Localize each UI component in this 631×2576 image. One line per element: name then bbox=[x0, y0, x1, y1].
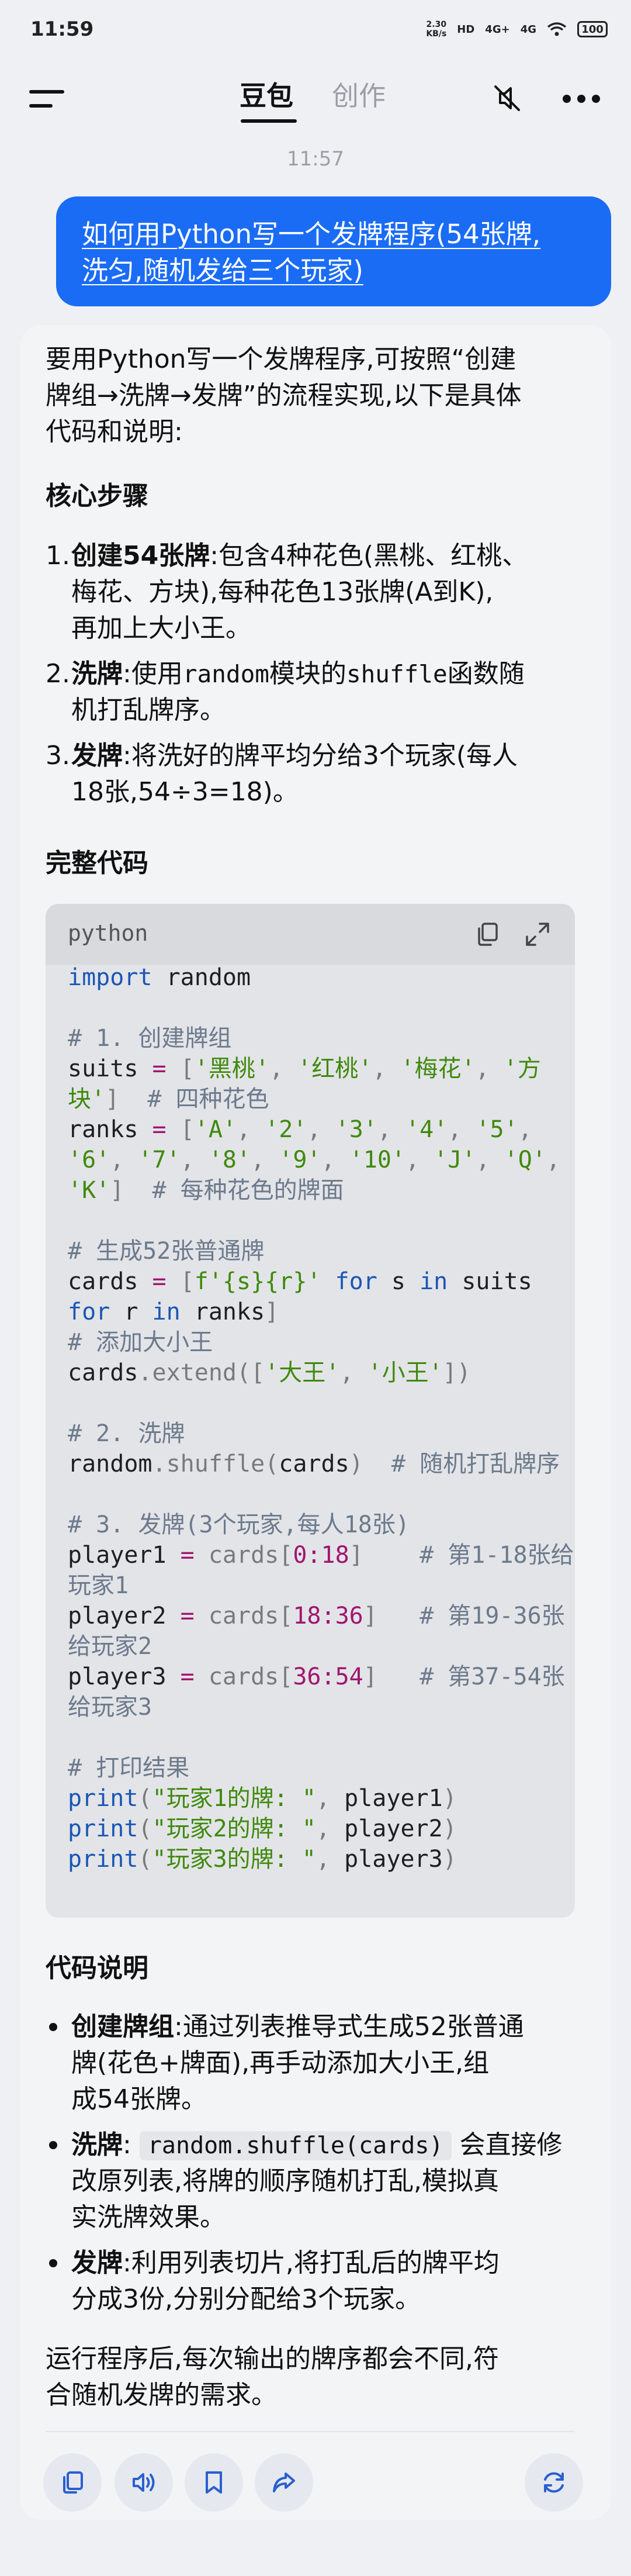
outro-text: 运行程序后,每次输出的牌序都会不同,符 bbox=[46, 2344, 499, 2374]
copy-icon bbox=[63, 2471, 83, 2494]
refresh-icon bbox=[544, 2472, 564, 2493]
bullet-1-text: 牌(花色+牌面),再手动添加大小王,组 bbox=[71, 2048, 490, 2078]
section-heading-full-code: 完整代码 bbox=[46, 848, 148, 878]
signal-4g-plus: 4G+ bbox=[485, 23, 510, 36]
tab-doubao[interactable]: 豆包 bbox=[240, 80, 293, 112]
step-3-text: 18张,54÷3=18)。 bbox=[71, 777, 299, 807]
copy-icon[interactable] bbox=[473, 920, 501, 948]
bullet-dot bbox=[49, 2259, 57, 2267]
intro-text: 代码和说明: bbox=[46, 417, 183, 447]
bookmark-button[interactable] bbox=[185, 2453, 243, 2512]
read-aloud-button[interactable] bbox=[115, 2453, 173, 2512]
step-1-text: 创建54张牌:包含4种花色(黑桃、红桃、 bbox=[71, 541, 528, 571]
user-message-line: 洗匀,随机发给三个玩家) bbox=[82, 255, 363, 286]
net-speed: 2.30 KB/s bbox=[426, 20, 447, 39]
wifi-icon bbox=[547, 22, 567, 36]
bullet-dot bbox=[49, 2141, 57, 2149]
share-icon bbox=[273, 2473, 295, 2492]
status-icons: 2.30 KB/s HD 4G+ 4G 100 bbox=[426, 20, 608, 39]
toolbar-divider bbox=[46, 2431, 575, 2432]
message-timestamp: 11:57 bbox=[287, 147, 344, 171]
speaker-mute-icon[interactable] bbox=[490, 81, 525, 116]
bullet-dot bbox=[49, 2023, 57, 2031]
status-time: 11:59 bbox=[30, 18, 94, 41]
expand-icon[interactable] bbox=[523, 920, 552, 948]
tab-active-indicator bbox=[241, 119, 297, 123]
user-message-line: 如何用Python写一个发牌程序(54张牌, bbox=[82, 219, 541, 250]
code-block-header bbox=[46, 904, 575, 965]
battery-icon: 100 bbox=[577, 21, 608, 37]
step-1-text: 再加上大小王。 bbox=[71, 613, 251, 643]
speaker-icon bbox=[133, 2473, 155, 2492]
code-content: import random # 1. 创建牌组 suits = ['黑桃', '… bbox=[68, 964, 574, 1873]
section-heading-code-explanation: 代码说明 bbox=[46, 1953, 148, 1983]
bullet-1-text: 成54张牌。 bbox=[71, 2084, 207, 2114]
inline-code: random.shuffle(cards) bbox=[139, 2131, 452, 2160]
regenerate-button[interactable] bbox=[525, 2453, 583, 2512]
step-number: 1. bbox=[46, 541, 70, 571]
step-3-text: 发牌:将洗好的牌平均分给3个玩家(每人 bbox=[71, 741, 518, 771]
bullet-2-text: 洗牌: random.shuffle(cards) 会直接修 bbox=[71, 2130, 563, 2160]
intro-text: 要用Python写一个发牌程序,可按照“创建 bbox=[46, 344, 516, 374]
bullet-2-text: 实洗牌效果。 bbox=[71, 2202, 226, 2232]
code-block: python import random # 1. 创建牌组 suits = [… bbox=[46, 904, 575, 1918]
tab-create[interactable]: 创作 bbox=[332, 80, 386, 112]
step-2-text: 机打乱牌序。 bbox=[71, 695, 226, 725]
step-number: 2. bbox=[46, 659, 70, 689]
hd-indicator: HD bbox=[457, 23, 475, 36]
more-icon[interactable] bbox=[561, 92, 602, 105]
bullet-3-text: 发牌:利用列表切片,将打乱后的牌平均 bbox=[71, 2248, 500, 2278]
step-number: 3. bbox=[46, 741, 70, 771]
step-1-text: 梅花、方块),每种花色13张牌(A到K), bbox=[71, 577, 494, 607]
intro-text: 牌组→洗牌→发牌”的流程实现,以下是具体 bbox=[46, 381, 522, 410]
section-heading-core-steps: 核心步骤 bbox=[46, 481, 148, 511]
menu-icon[interactable] bbox=[29, 88, 67, 111]
code-language-label: python bbox=[68, 920, 148, 946]
bullet-2-text: 改原列表,将牌的顺序随机打乱,模拟真 bbox=[71, 2166, 499, 2196]
outro-text: 合随机发牌的需求。 bbox=[46, 2380, 277, 2410]
step-2-text: 洗牌:使用random模块的shuffle函数随 bbox=[71, 659, 525, 689]
copy-answer-button[interactable] bbox=[43, 2453, 102, 2512]
signal-4g: 4G bbox=[520, 23, 536, 36]
user-message-bubble[interactable]: 如何用Python写一个发牌程序(54张牌, 洗匀,随机发给三个玩家) bbox=[56, 196, 611, 306]
share-button[interactable] bbox=[255, 2453, 313, 2512]
bullet-1-text: 创建牌组:通过列表推导式生成52张普通 bbox=[71, 2012, 524, 2042]
bookmark-icon bbox=[206, 2471, 222, 2494]
bullet-3-text: 分成3份,分别分配给3个玩家。 bbox=[71, 2284, 421, 2314]
